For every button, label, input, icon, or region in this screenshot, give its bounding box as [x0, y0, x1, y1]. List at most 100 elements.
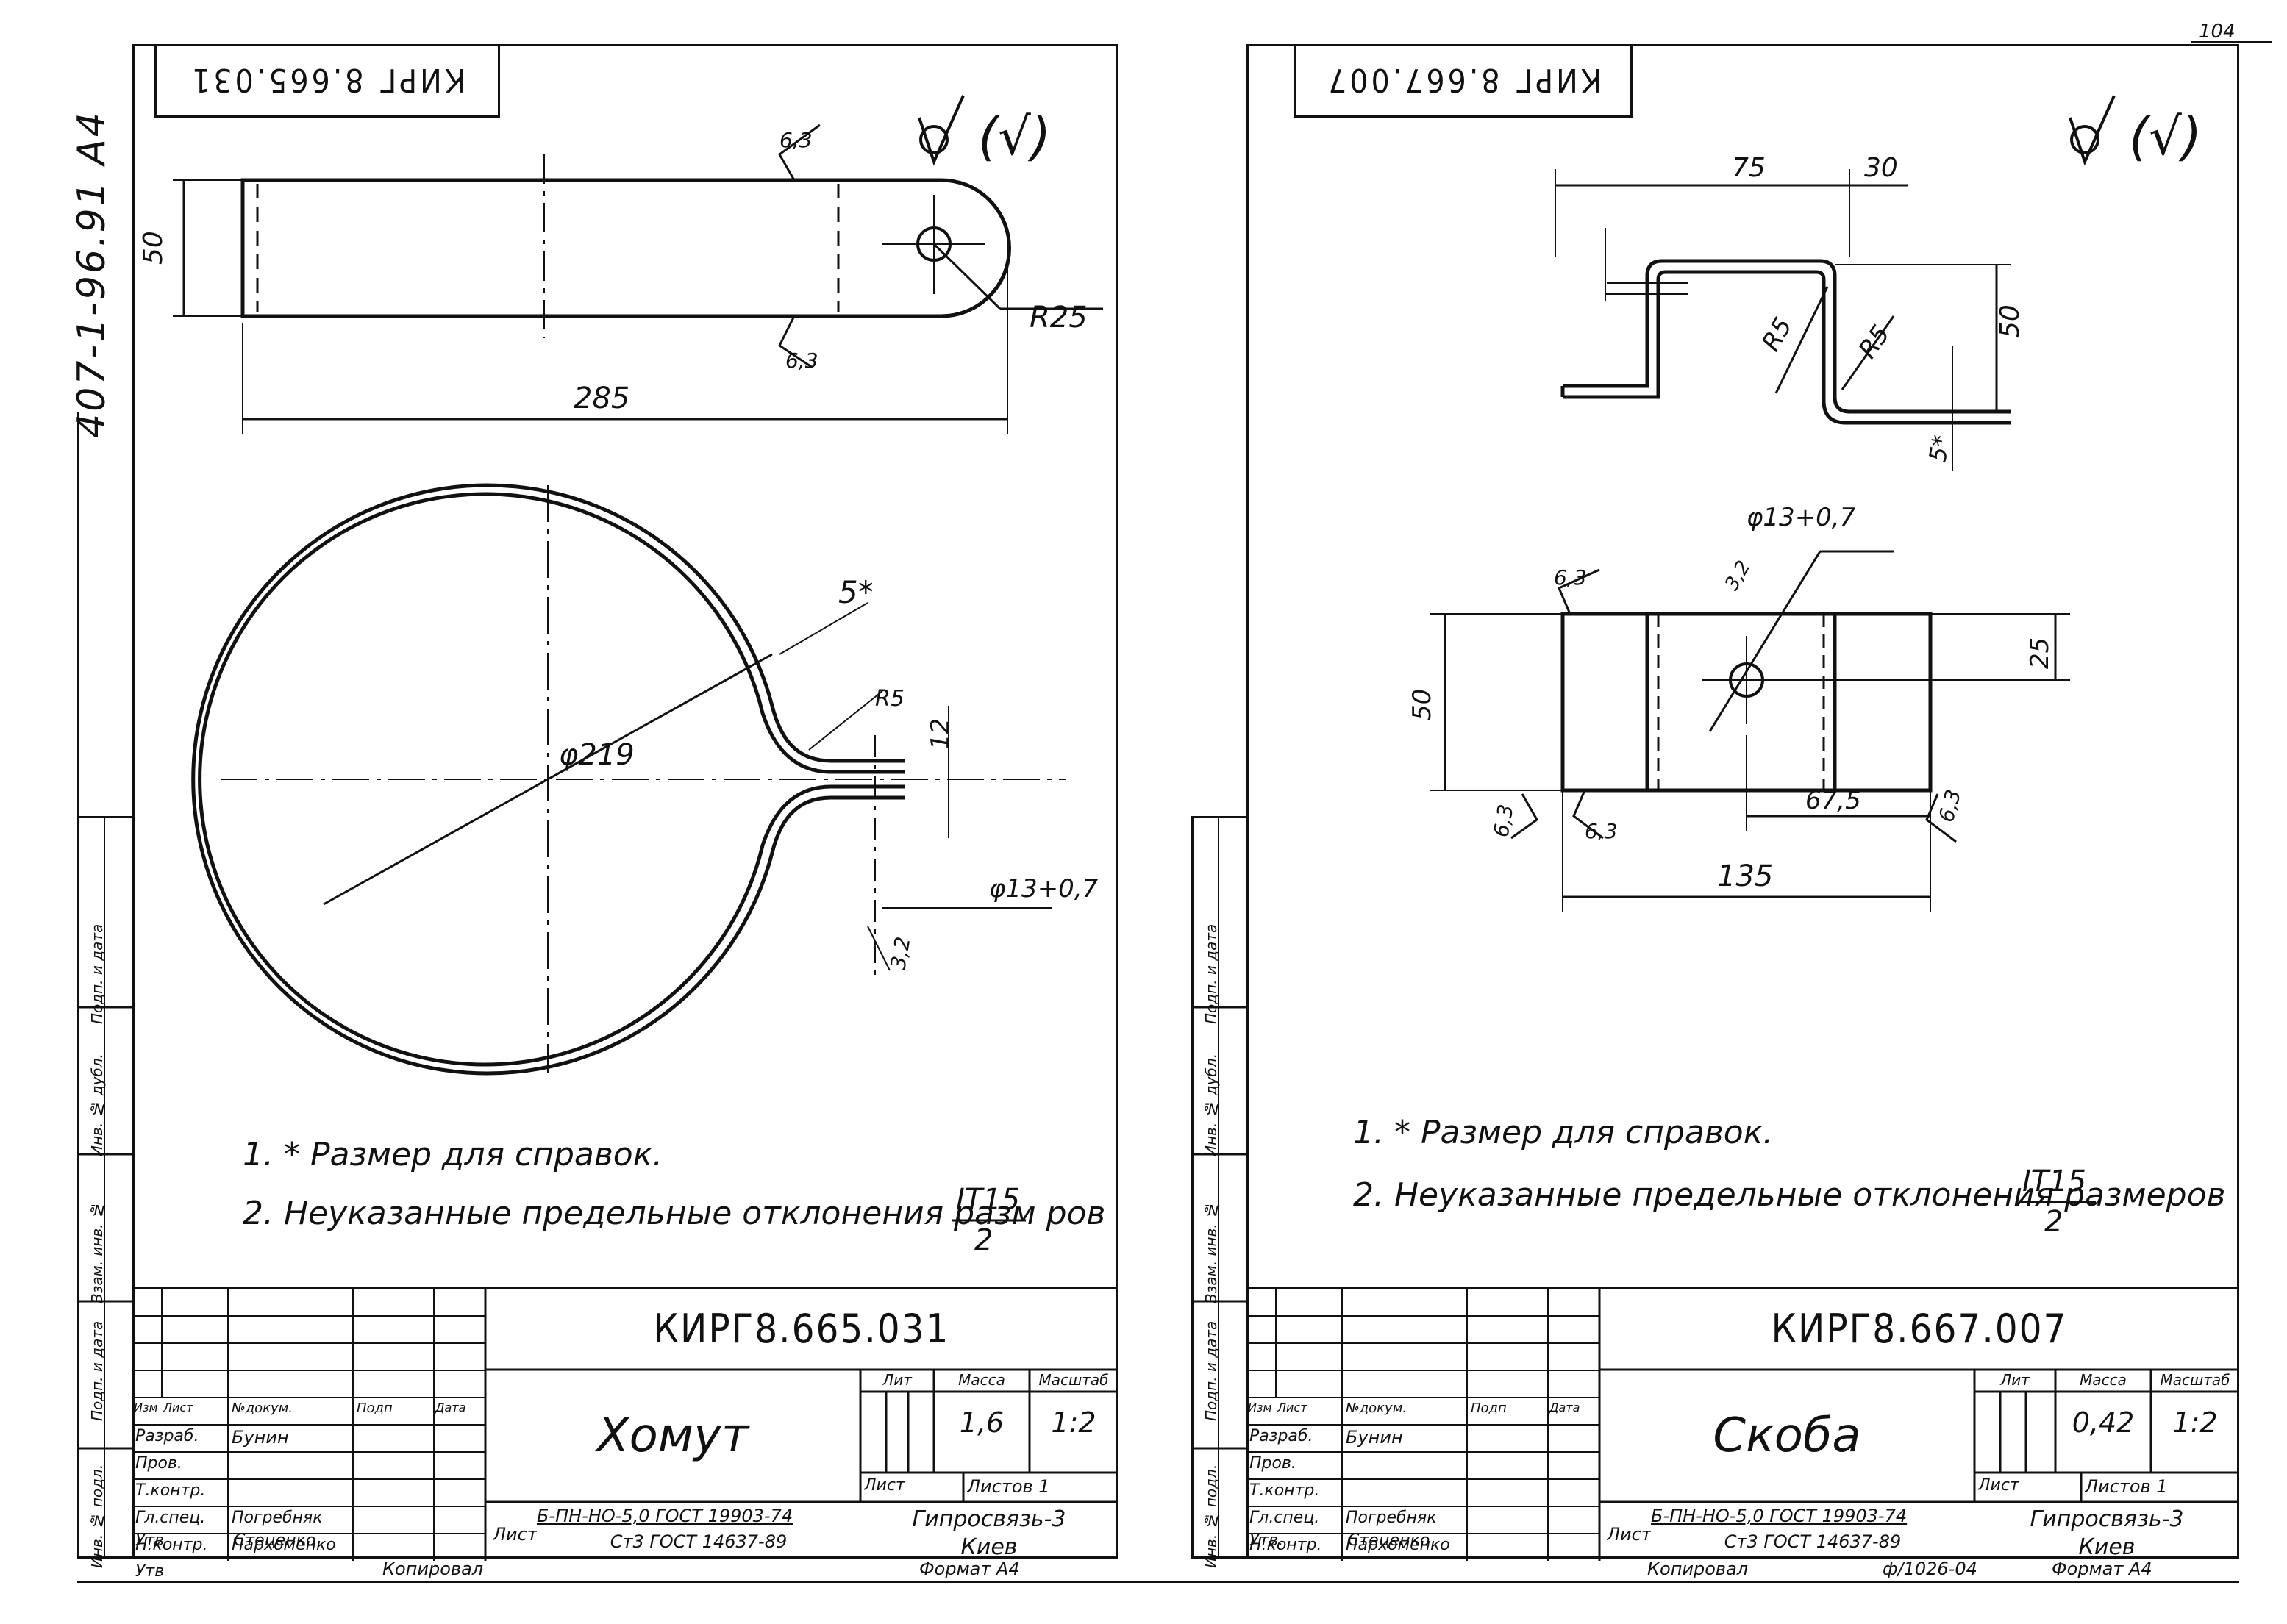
right-side-stamp-lines — [1191, 816, 1246, 1559]
left-role-4: Гл.спец. — [135, 1509, 206, 1527]
left-material-prefix: Лист — [493, 1524, 537, 1545]
right-material-bottom: Ст3 ГОСТ 14637-89 — [1724, 1531, 1902, 1552]
right-col-data: Дата — [1549, 1401, 1580, 1414]
left-org: Гипросвязь-3 — [912, 1506, 1066, 1532]
right-role-2: Пров. — [1249, 1454, 1296, 1473]
right-bracket-side-view — [1560, 259, 2011, 425]
left-dim-3-2: 3,2 — [885, 935, 915, 972]
left-mass-label: Масса — [958, 1371, 1005, 1389]
left-person-utv: Стеценко — [234, 1531, 316, 1550]
right-col-list: Лист — [1277, 1401, 1307, 1414]
right-dim-50: 50 — [1995, 304, 2025, 338]
left-note-2: 2. Неуказанные предельные отклонения раз… — [243, 1195, 1118, 1232]
right-person-1: Бунин — [1346, 1427, 1403, 1448]
right-rough-6-3-c: 6,3 — [1488, 803, 1518, 840]
right-title-name: Скоба — [1713, 1409, 1861, 1463]
right-dim-r5-a: R5 — [1756, 312, 1798, 356]
left-col-doc: №докум. — [232, 1401, 293, 1416]
right-person-4: Погребняк — [1346, 1509, 1437, 1527]
right-person-5: Пархоменко — [1346, 1536, 1450, 1554]
right-dim-25: 25 — [2025, 637, 2055, 669]
left-title-code: КИРГ8.665.031 — [653, 1306, 950, 1352]
right-sheet-label: Лист — [1978, 1476, 2019, 1495]
left-copied: Копировал — [382, 1559, 484, 1579]
right-dim-50-top: 50 — [1407, 689, 1437, 720]
left-format: Формат А4 — [919, 1559, 1020, 1579]
left-rotated-code-box: КИРГ 8.665.031 — [154, 44, 500, 118]
right-role-5: Н.контр. — [1249, 1536, 1322, 1554]
left-rough-6-3-bottom: 6,3 — [785, 348, 818, 373]
right-material-top: Б-ПН-НО-5,0 ГОСТ 19903-74 — [1651, 1506, 1908, 1526]
left-dim-50: 50 — [138, 231, 168, 265]
left-dim-285: 285 — [574, 382, 629, 415]
left-scale-value: 1:2 — [1051, 1406, 1096, 1439]
left-col-list: Лист — [163, 1401, 193, 1414]
right-title-code: КИРГ8.667.007 — [1771, 1306, 2068, 1352]
right-sheets-label: Листов 1 — [2085, 1476, 2168, 1497]
left-col-podp: Подп — [357, 1401, 393, 1416]
right-dim-3-2: 3,2 — [1721, 557, 1755, 595]
right-dim-67-5: 67,5 — [1805, 786, 1861, 815]
left-col-data: Дата — [435, 1401, 466, 1414]
left-role-2: Пров. — [135, 1454, 182, 1473]
left-col-izm: Изм — [134, 1401, 158, 1414]
right-mass-value: 0,42 — [2072, 1406, 2135, 1439]
left-title-block: КИРГ8.665.031 Хомут Лит Масса Масштаб 1,… — [132, 1287, 1118, 1581]
right-lit-label: Лит — [2000, 1371, 2030, 1389]
right-title-block: КИРГ8.667.007 Скоба Лит Масса Масштаб 0,… — [1246, 1287, 2239, 1561]
left-scale-label: Масштаб — [1038, 1371, 1109, 1389]
right-rough-6-3-d: 6,3 — [1934, 787, 1966, 825]
left-strip-view — [240, 178, 1011, 318]
right-scale-value: 1:2 — [2172, 1406, 2218, 1439]
right-city: Киев — [2078, 1534, 2136, 1560]
left-material-bottom: Ст3 ГОСТ 14637-89 — [610, 1531, 788, 1552]
right-note-1: 1. * Размер для справок. — [1353, 1114, 1773, 1151]
right-copy-no: ф/1026-04 — [1883, 1559, 1977, 1579]
left-material-top: Б-ПН-НО-5,0 ГОСТ 19903-74 — [537, 1506, 793, 1526]
right-copied: Копировал — [1647, 1559, 1749, 1579]
left-role-utv: Утв — [135, 1531, 165, 1550]
right-note-2: 2. Неуказанные предельные отклонения раз… — [1353, 1176, 2239, 1214]
left-drawing-hamut: (√) R25 50 285 6,3 6,3 φ219 5* R5 12 φ13… — [138, 95, 1118, 1257]
right-dim-hole: φ13+0,7 — [1747, 503, 1856, 532]
right-rough-6-3-a: 6,3 — [1554, 565, 1587, 590]
left-dim-5star: 5* — [838, 574, 874, 610]
left-role-1: Разраб. — [135, 1427, 199, 1445]
right-material-prefix: Лист — [1607, 1524, 1651, 1545]
right-scale-label: Масштаб — [2160, 1371, 2230, 1389]
right-person-utv: Стеценко — [1348, 1531, 1430, 1550]
right-roughness-symbol — [2069, 95, 2116, 166]
right-role-1: Разраб. — [1249, 1427, 1313, 1445]
left-dim-dia219: φ219 — [559, 738, 635, 772]
left-mass-value: 1,6 — [959, 1406, 1005, 1439]
left-tol-den: 2 — [974, 1223, 993, 1257]
side-designation: 407-1-96.91 А4 — [70, 110, 114, 438]
left-city: Киев — [960, 1534, 1018, 1560]
right-roughness-paren: (√) — [2129, 107, 2202, 167]
left-roughness-symbol — [918, 95, 965, 166]
page-number: 104 — [2199, 21, 2236, 43]
right-dim-r5-b: R5 — [1853, 320, 1897, 364]
right-dim-5star: 5* — [1923, 433, 1955, 464]
right-dim-30: 30 — [1864, 153, 1898, 183]
right-col-doc: №докум. — [1346, 1401, 1407, 1416]
right-role-3: Т.контр. — [1249, 1481, 1320, 1500]
left-side-stamp-lines — [77, 816, 132, 1559]
left-dim-r5: R5 — [875, 686, 905, 712]
left-role-5: Н.контр. — [135, 1536, 208, 1554]
right-drawing-skoba: (√) 75 30 50 R5 R5 5* φ13+0,7 3,2 6,3 6,… — [1353, 95, 2239, 1239]
bottom-rule — [77, 1581, 2239, 1583]
left-title-name: Хомут — [596, 1409, 749, 1463]
right-dim-75: 75 — [1732, 153, 1766, 183]
right-rough-6-3-b: 6,3 — [1585, 819, 1618, 843]
right-org: Гипросвязь-3 — [2030, 1506, 2184, 1532]
left-role-6: Утв — [135, 1562, 165, 1581]
right-role-utv: Утв. — [1249, 1531, 1284, 1550]
right-tol-den: 2 — [2044, 1205, 2063, 1239]
right-mass-label: Масса — [2080, 1371, 2127, 1389]
right-format: Формат А4 — [2052, 1559, 2152, 1579]
right-dim-135: 135 — [1717, 859, 1773, 893]
right-tol-num: IT15 — [2022, 1165, 2086, 1198]
left-dim-12: 12 — [926, 718, 955, 750]
left-person-5: Пархоменко — [232, 1536, 336, 1554]
